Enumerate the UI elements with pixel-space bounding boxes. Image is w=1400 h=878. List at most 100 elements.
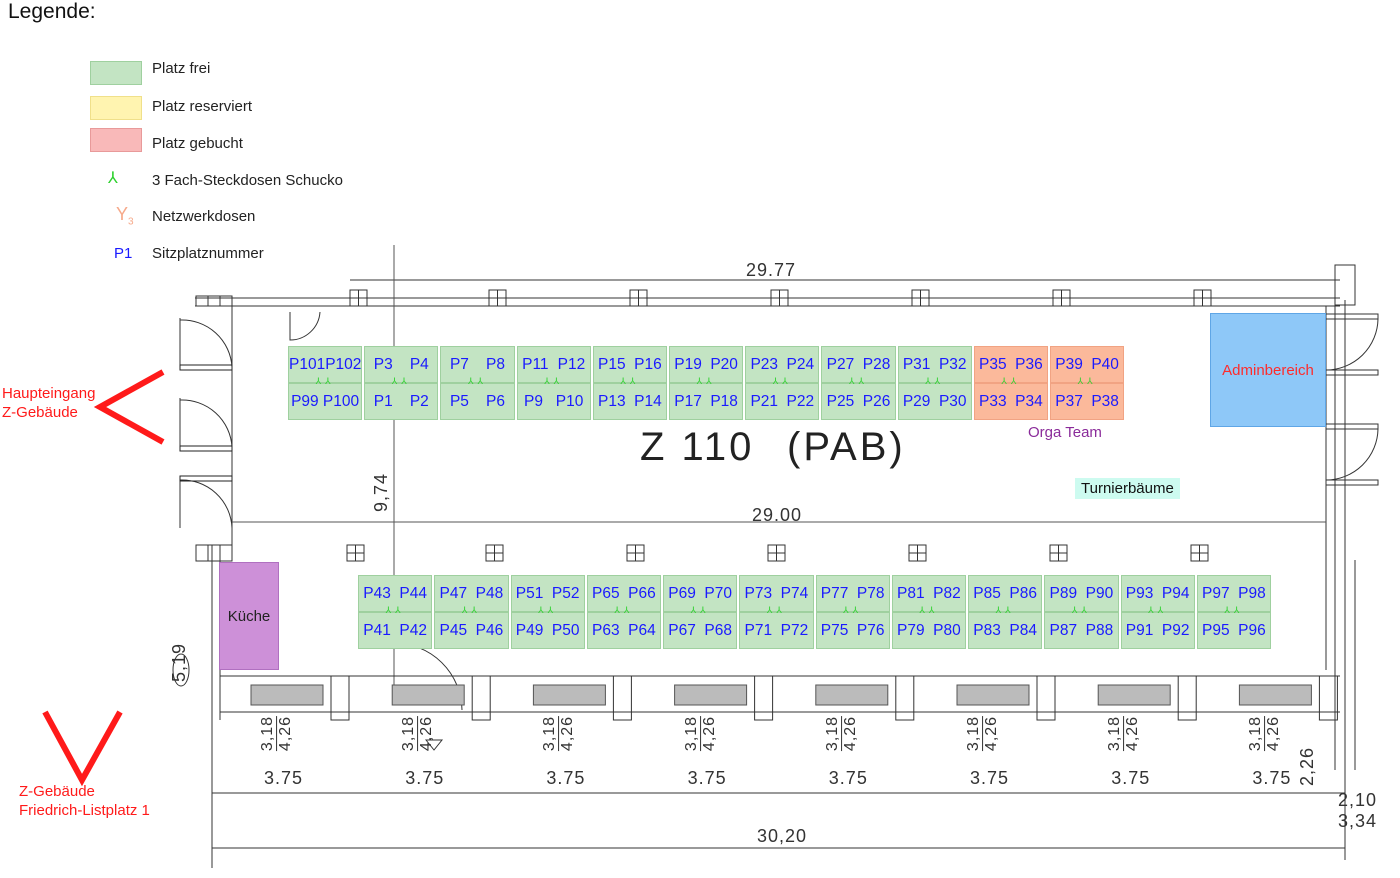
seat[interactable]: P36 bbox=[1015, 355, 1043, 373]
seat[interactable]: P15 bbox=[598, 355, 626, 373]
seat[interactable]: P96 bbox=[1238, 621, 1266, 639]
seat[interactable]: P31 bbox=[902, 355, 931, 373]
seat[interactable]: P52 bbox=[551, 584, 580, 602]
entrance-line2: Z-Gebäude bbox=[2, 404, 78, 421]
seat[interactable]: P44 bbox=[399, 584, 427, 602]
seat[interactable]: P79 bbox=[897, 621, 925, 639]
seat[interactable]: P14 bbox=[634, 392, 662, 410]
seat[interactable]: P34 bbox=[1015, 392, 1043, 410]
seat[interactable]: P98 bbox=[1238, 584, 1266, 602]
seat[interactable]: P38 bbox=[1091, 392, 1119, 410]
seat[interactable]: P68 bbox=[704, 621, 732, 639]
seat[interactable]: P93 bbox=[1125, 584, 1154, 602]
seat[interactable]: P97 bbox=[1202, 584, 1230, 602]
seat[interactable]: P64 bbox=[628, 621, 656, 639]
seat[interactable]: P39 bbox=[1055, 355, 1083, 373]
seat[interactable]: P28 bbox=[862, 355, 891, 373]
seat[interactable]: P46 bbox=[475, 621, 504, 639]
seat[interactable]: P100 bbox=[322, 392, 360, 410]
seat[interactable]: P3 bbox=[373, 355, 393, 373]
seat[interactable]: P8 bbox=[486, 355, 506, 373]
seat[interactable]: P40 bbox=[1091, 355, 1119, 373]
seat[interactable]: P30 bbox=[938, 392, 967, 410]
seat[interactable]: P66 bbox=[628, 584, 656, 602]
seat[interactable]: P88 bbox=[1085, 621, 1114, 639]
seat[interactable]: P6 bbox=[486, 392, 506, 410]
seat[interactable]: P1 bbox=[373, 392, 393, 410]
seat[interactable]: P84 bbox=[1009, 621, 1037, 639]
seat[interactable]: P13 bbox=[598, 392, 626, 410]
seat[interactable]: P70 bbox=[704, 584, 732, 602]
seat[interactable]: P25 bbox=[826, 392, 855, 410]
seat[interactable]: P95 bbox=[1202, 621, 1230, 639]
seat[interactable]: P78 bbox=[856, 584, 885, 602]
seat[interactable]: P21 bbox=[750, 392, 779, 410]
seat[interactable]: P20 bbox=[710, 355, 738, 373]
seat[interactable]: P82 bbox=[933, 584, 961, 602]
seat[interactable]: P23 bbox=[750, 355, 779, 373]
seat[interactable]: P22 bbox=[786, 392, 815, 410]
seat[interactable]: P32 bbox=[938, 355, 967, 373]
seat[interactable]: P87 bbox=[1049, 621, 1078, 639]
seat[interactable]: P73 bbox=[744, 584, 773, 602]
seat[interactable]: P12 bbox=[557, 355, 586, 373]
seat[interactable]: P26 bbox=[862, 392, 891, 410]
seat[interactable]: P5 bbox=[449, 392, 469, 410]
seat[interactable]: P101 bbox=[289, 355, 326, 373]
seat[interactable]: P41 bbox=[363, 621, 391, 639]
seat[interactable]: P50 bbox=[551, 621, 580, 639]
seat[interactable]: P92 bbox=[1161, 621, 1190, 639]
seat[interactable]: P43 bbox=[363, 584, 391, 602]
seat[interactable]: P94 bbox=[1161, 584, 1190, 602]
seat[interactable]: P42 bbox=[399, 621, 427, 639]
seat[interactable]: P17 bbox=[674, 392, 702, 410]
seat[interactable]: P72 bbox=[780, 621, 809, 639]
seat[interactable]: P65 bbox=[592, 584, 620, 602]
seat[interactable]: P81 bbox=[897, 584, 925, 602]
seat[interactable]: P80 bbox=[933, 621, 961, 639]
seat[interactable]: P102 bbox=[325, 355, 362, 373]
seat[interactable]: P51 bbox=[515, 584, 544, 602]
seat[interactable]: P91 bbox=[1125, 621, 1154, 639]
seat[interactable]: P75 bbox=[820, 621, 849, 639]
seat[interactable]: P49 bbox=[515, 621, 544, 639]
dim-sill-bottom: 4,26 bbox=[983, 715, 1001, 752]
seat[interactable]: P2 bbox=[409, 392, 429, 410]
seat[interactable]: P19 bbox=[674, 355, 702, 373]
seat[interactable]: P9 bbox=[524, 392, 543, 410]
seat[interactable]: P29 bbox=[902, 392, 931, 410]
seat[interactable]: P90 bbox=[1085, 584, 1114, 602]
seat[interactable]: P83 bbox=[973, 621, 1001, 639]
seat[interactable]: P48 bbox=[475, 584, 504, 602]
seat[interactable]: P18 bbox=[710, 392, 738, 410]
seat[interactable]: P45 bbox=[439, 621, 468, 639]
dim-top: 29.77 bbox=[746, 260, 797, 280]
seat[interactable]: P10 bbox=[555, 392, 584, 410]
seat[interactable]: P74 bbox=[780, 584, 809, 602]
seat[interactable]: P47 bbox=[439, 584, 468, 602]
seat[interactable]: P11 bbox=[522, 355, 549, 373]
seat[interactable]: P16 bbox=[634, 355, 662, 373]
seat[interactable]: P63 bbox=[592, 621, 620, 639]
dim-sill-top: 3,18 bbox=[823, 715, 842, 752]
seat[interactable]: P77 bbox=[820, 584, 849, 602]
seat[interactable]: P7 bbox=[449, 355, 469, 373]
seat[interactable]: P4 bbox=[409, 355, 429, 373]
seat[interactable]: P24 bbox=[786, 355, 815, 373]
seat[interactable]: P86 bbox=[1009, 584, 1037, 602]
seat[interactable]: P99 bbox=[291, 392, 319, 410]
seat[interactable]: P69 bbox=[668, 584, 696, 602]
seat[interactable]: P67 bbox=[668, 621, 696, 639]
seat[interactable]: P35 bbox=[979, 355, 1007, 373]
seat[interactable]: P27 bbox=[826, 355, 855, 373]
seat[interactable]: P89 bbox=[1049, 584, 1078, 602]
seat[interactable]: P33 bbox=[979, 392, 1007, 410]
seat[interactable]: P85 bbox=[973, 584, 1001, 602]
seat[interactable]: P76 bbox=[856, 621, 885, 639]
seat[interactable]: P71 bbox=[744, 621, 773, 639]
seat[interactable]: P37 bbox=[1055, 392, 1083, 410]
